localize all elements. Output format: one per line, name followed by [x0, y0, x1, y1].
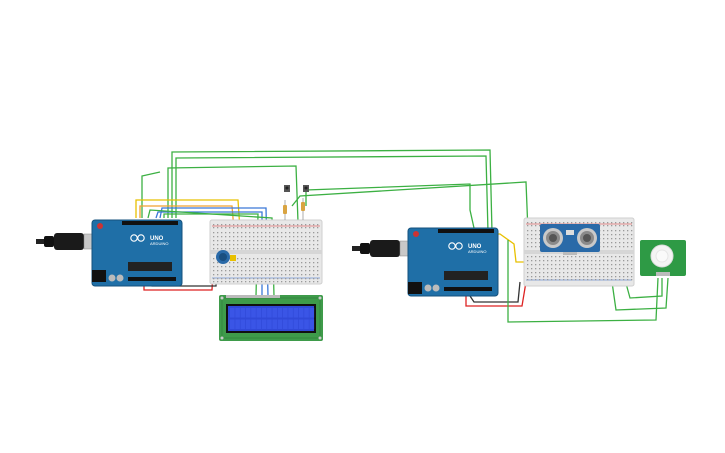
wire-green-long-1[interactable]: [171, 149, 493, 233]
wire-yellow-1[interactable]: [135, 199, 241, 231]
arduino-logo-right-icon: [448, 242, 463, 250]
lcd-cells: [230, 308, 315, 329]
arduino-logo-left-icon: [130, 234, 145, 242]
push-button-1-icon[interactable]: [284, 185, 290, 192]
arduino-right-brand: UNO: [468, 244, 482, 250]
arduino-left-brand: UNO: [150, 236, 164, 242]
arduino-right[interactable]: UNO ARDUINO: [352, 227, 499, 297]
wire-green-long-2[interactable]: [175, 155, 489, 233]
lcd-display[interactable]: [219, 295, 323, 341]
wire-green-pir-3[interactable]: [611, 277, 669, 311]
wire-green-3[interactable]: [167, 165, 299, 223]
resistor-2-icon[interactable]: [301, 198, 305, 220]
potentiometer-icon[interactable]: [216, 250, 236, 264]
arduino-right-sub: ARDUINO: [468, 249, 486, 254]
wire-green-pir-2[interactable]: [623, 275, 663, 299]
ultrasonic-sensor-icon[interactable]: [540, 224, 600, 255]
wire-green-4[interactable]: [141, 171, 161, 218]
breadboard-left[interactable]: [209, 219, 323, 285]
wire-red-right[interactable]: [465, 281, 527, 307]
pir-sensor-icon[interactable]: [640, 240, 686, 276]
push-button-2-icon[interactable]: [303, 185, 309, 192]
resistor-1-icon[interactable]: [283, 200, 287, 220]
wire-orange-1[interactable]: [139, 205, 235, 231]
wire-black-right[interactable]: [469, 281, 521, 303]
arduino-left-sub: ARDUINO: [150, 241, 168, 246]
wire-green-6[interactable]: [291, 181, 529, 233]
wire-green-pir-1[interactable]: [507, 240, 659, 323]
arduino-left[interactable]: UNO ARDUINO: [36, 219, 183, 287]
